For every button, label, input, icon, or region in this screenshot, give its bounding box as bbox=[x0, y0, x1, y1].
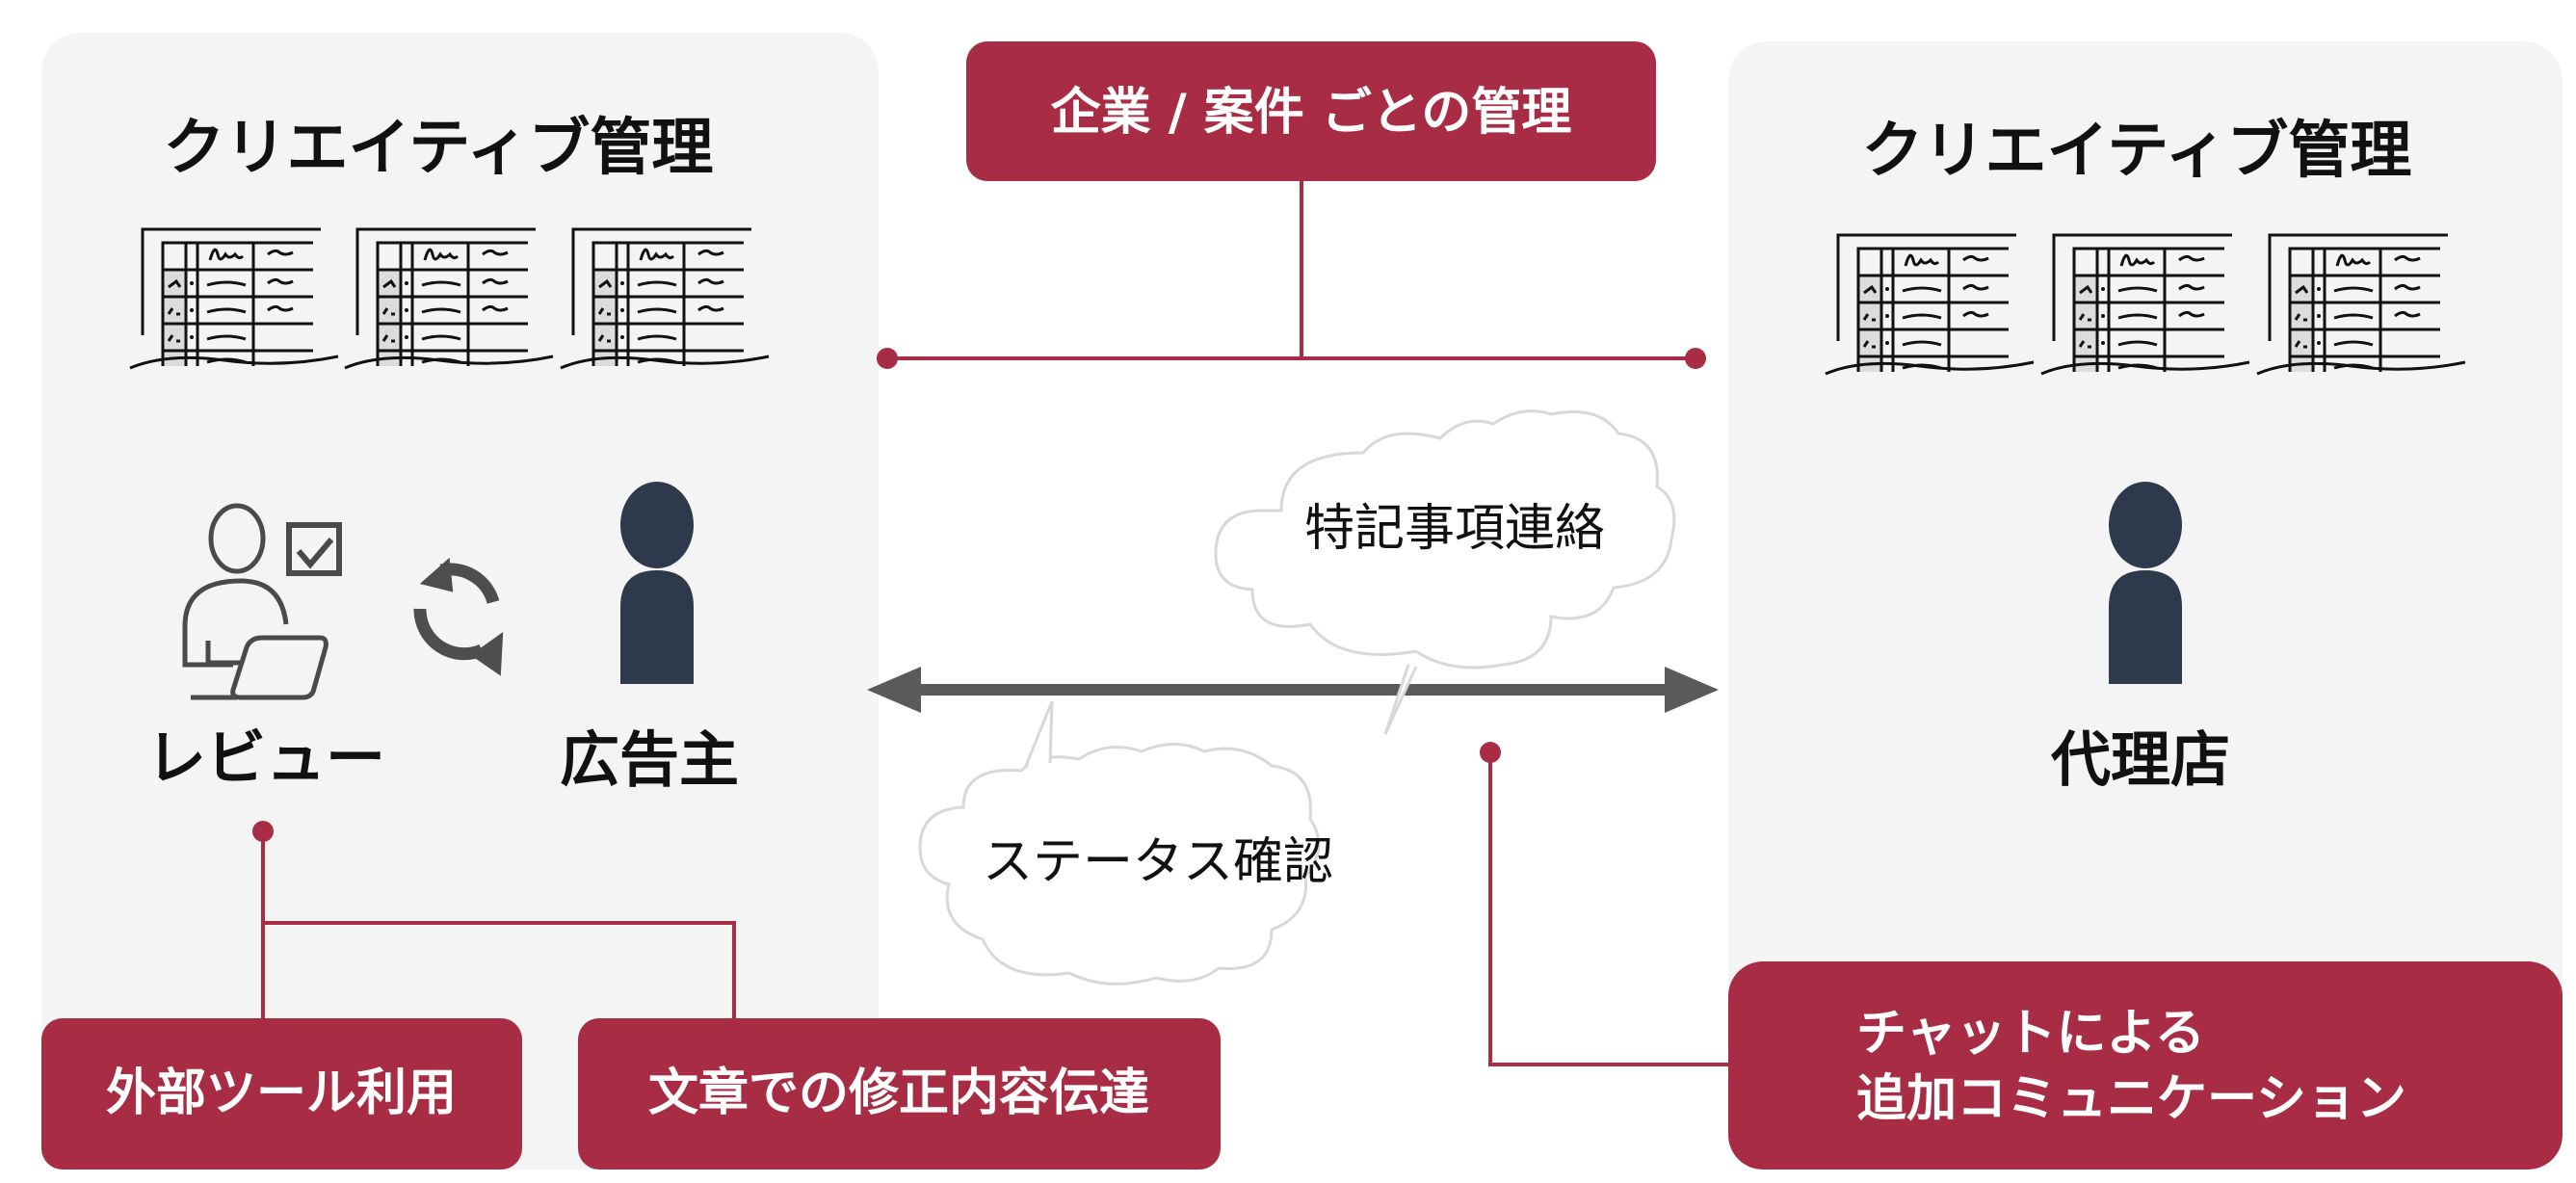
agency-label: 代理店 bbox=[2050, 724, 2230, 795]
chat-line1: チャットによる bbox=[1856, 1005, 2205, 1063]
external-tools-label: 外部ツール利用 bbox=[106, 1065, 457, 1122]
left-panel bbox=[41, 33, 879, 1170]
top-connector bbox=[887, 181, 1695, 360]
top-management-label: 企業 / 案件 ごとの管理 bbox=[1051, 84, 1572, 142]
external-tools-box bbox=[41, 1018, 522, 1170]
top-management-box bbox=[966, 41, 1656, 181]
text-corrections-box bbox=[578, 1018, 1221, 1170]
advertiser-person-icon bbox=[620, 482, 694, 684]
chat-connector bbox=[1488, 752, 1728, 1066]
connector-dot bbox=[1480, 742, 1501, 763]
reviewer-label: レビュー bbox=[146, 723, 385, 793]
connector-dot bbox=[877, 348, 898, 369]
chat-line2: 追加コミュニケーション bbox=[1856, 1070, 2406, 1128]
text-corrections-label: 文章での修正内容伝達 bbox=[648, 1065, 1149, 1122]
refresh-icon bbox=[413, 557, 504, 676]
special-notes-cloud bbox=[1214, 409, 1676, 735]
status-check-cloud bbox=[918, 700, 1321, 986]
left-panel-title: クリエイティブ管理 bbox=[164, 113, 714, 184]
review-connector bbox=[261, 831, 736, 1018]
double-arrow bbox=[867, 667, 1719, 713]
agency-person-icon bbox=[2109, 482, 2182, 684]
connector-dot bbox=[252, 821, 274, 842]
advertiser-label: 広告主 bbox=[560, 724, 739, 795]
connector-dot bbox=[1685, 348, 1706, 369]
special-notes-label: 特記事項連絡 bbox=[1304, 500, 1605, 558]
reviewer-laptop-icon bbox=[182, 503, 342, 700]
chat-communication-box bbox=[1728, 961, 2563, 1170]
right-panel-title: クリエイティブ管理 bbox=[1862, 116, 2412, 187]
status-check-label: ステータス確認 bbox=[983, 833, 1333, 891]
